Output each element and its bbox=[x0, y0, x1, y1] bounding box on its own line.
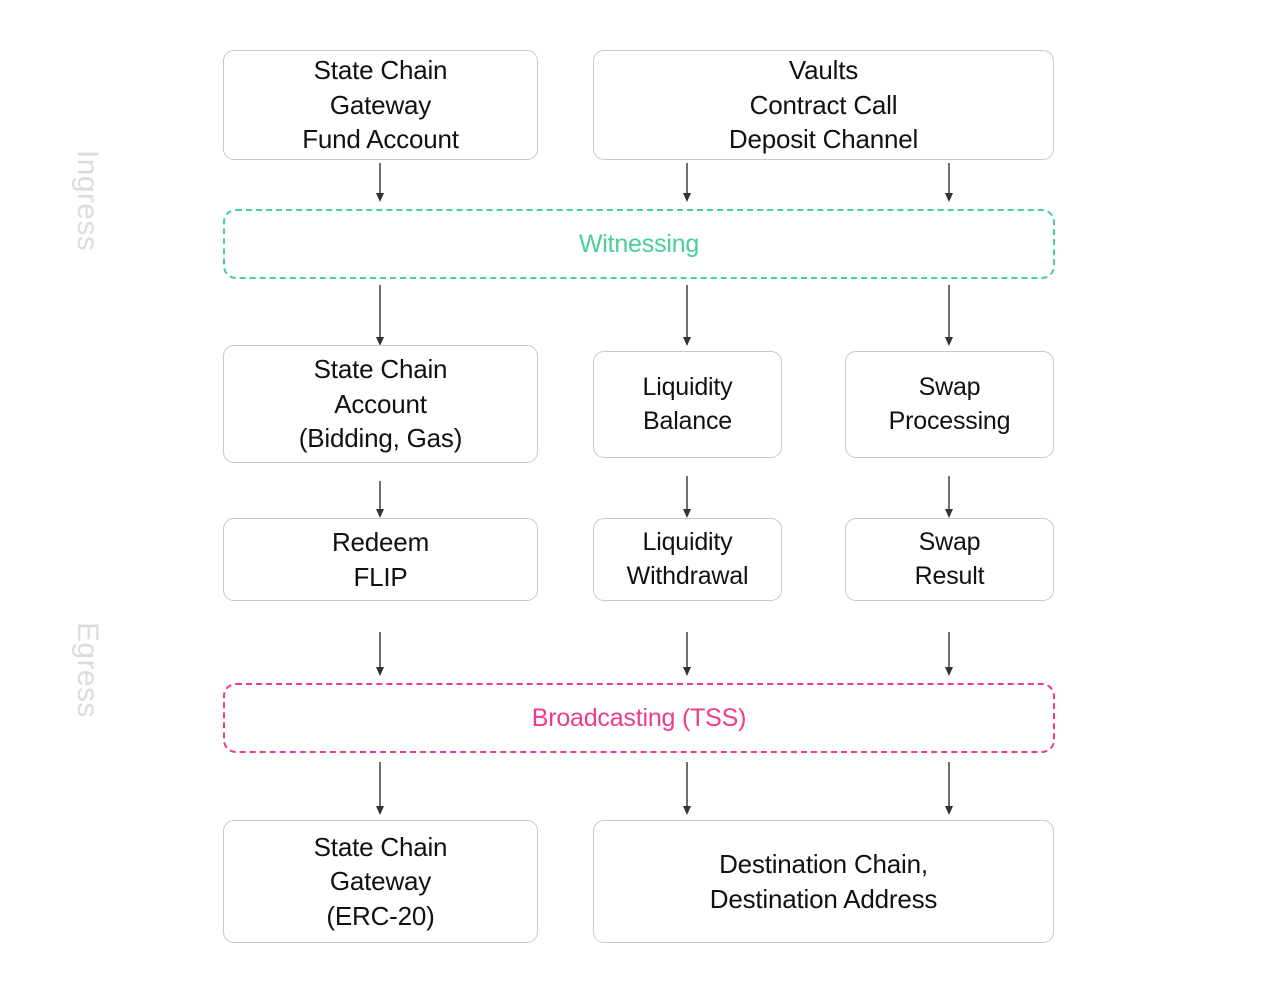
arrow-broadcasting-to-destination-right bbox=[942, 762, 956, 816]
arrow-witnessing-to-state-chain-account bbox=[373, 285, 387, 347]
node-swap-processing[interactable]: Swap Processing bbox=[845, 351, 1054, 458]
side-label-ingress: Ingress bbox=[71, 150, 104, 252]
band-broadcasting: Broadcasting (TSS) bbox=[223, 683, 1055, 753]
node-swap-result[interactable]: Swap Result bbox=[845, 518, 1054, 601]
node-vaults-contract-call-deposit-channel[interactable]: Vaults Contract Call Deposit Channel bbox=[593, 50, 1054, 160]
arrow-liquidity-withdrawal-to-broadcasting bbox=[680, 632, 694, 677]
band-witnessing: Witnessing bbox=[223, 209, 1055, 279]
band-broadcasting-label: Broadcasting (TSS) bbox=[521, 703, 757, 733]
arrow-state-chain-account-to-redeem-flip bbox=[373, 481, 387, 519]
arrow-swap-result-to-broadcasting bbox=[942, 632, 956, 677]
node-state-chain-gateway-fund-account[interactable]: State Chain Gateway Fund Account bbox=[223, 50, 538, 160]
arrow-contract-call-to-witnessing bbox=[680, 163, 694, 203]
node-state-chain-gateway-erc20[interactable]: State Chain Gateway (ERC-20) bbox=[223, 820, 538, 943]
arrow-witnessing-to-liquidity-balance bbox=[680, 285, 694, 347]
arrow-liquidity-balance-to-withdrawal bbox=[680, 476, 694, 519]
arrow-witnessing-to-swap-processing bbox=[942, 285, 956, 347]
band-witnessing-label: Witnessing bbox=[568, 229, 710, 259]
side-label-egress: Egress bbox=[71, 622, 104, 718]
node-destination-chain-address[interactable]: Destination Chain, Destination Address bbox=[593, 820, 1054, 943]
node-liquidity-withdrawal[interactable]: Liquidity Withdrawal bbox=[593, 518, 782, 601]
arrow-swap-processing-to-swap-result bbox=[942, 476, 956, 519]
arrow-broadcasting-to-destination-left bbox=[680, 762, 694, 816]
node-redeem-flip[interactable]: Redeem FLIP bbox=[223, 518, 538, 601]
arrow-redeem-flip-to-broadcasting bbox=[373, 632, 387, 677]
node-liquidity-balance[interactable]: Liquidity Balance bbox=[593, 351, 782, 458]
arrow-gateway-to-witnessing bbox=[373, 163, 387, 203]
node-state-chain-account[interactable]: State Chain Account (Bidding, Gas) bbox=[223, 345, 538, 463]
arrow-deposit-channel-to-witnessing bbox=[942, 163, 956, 203]
arrow-broadcasting-to-state-chain-gateway-erc20 bbox=[373, 762, 387, 816]
